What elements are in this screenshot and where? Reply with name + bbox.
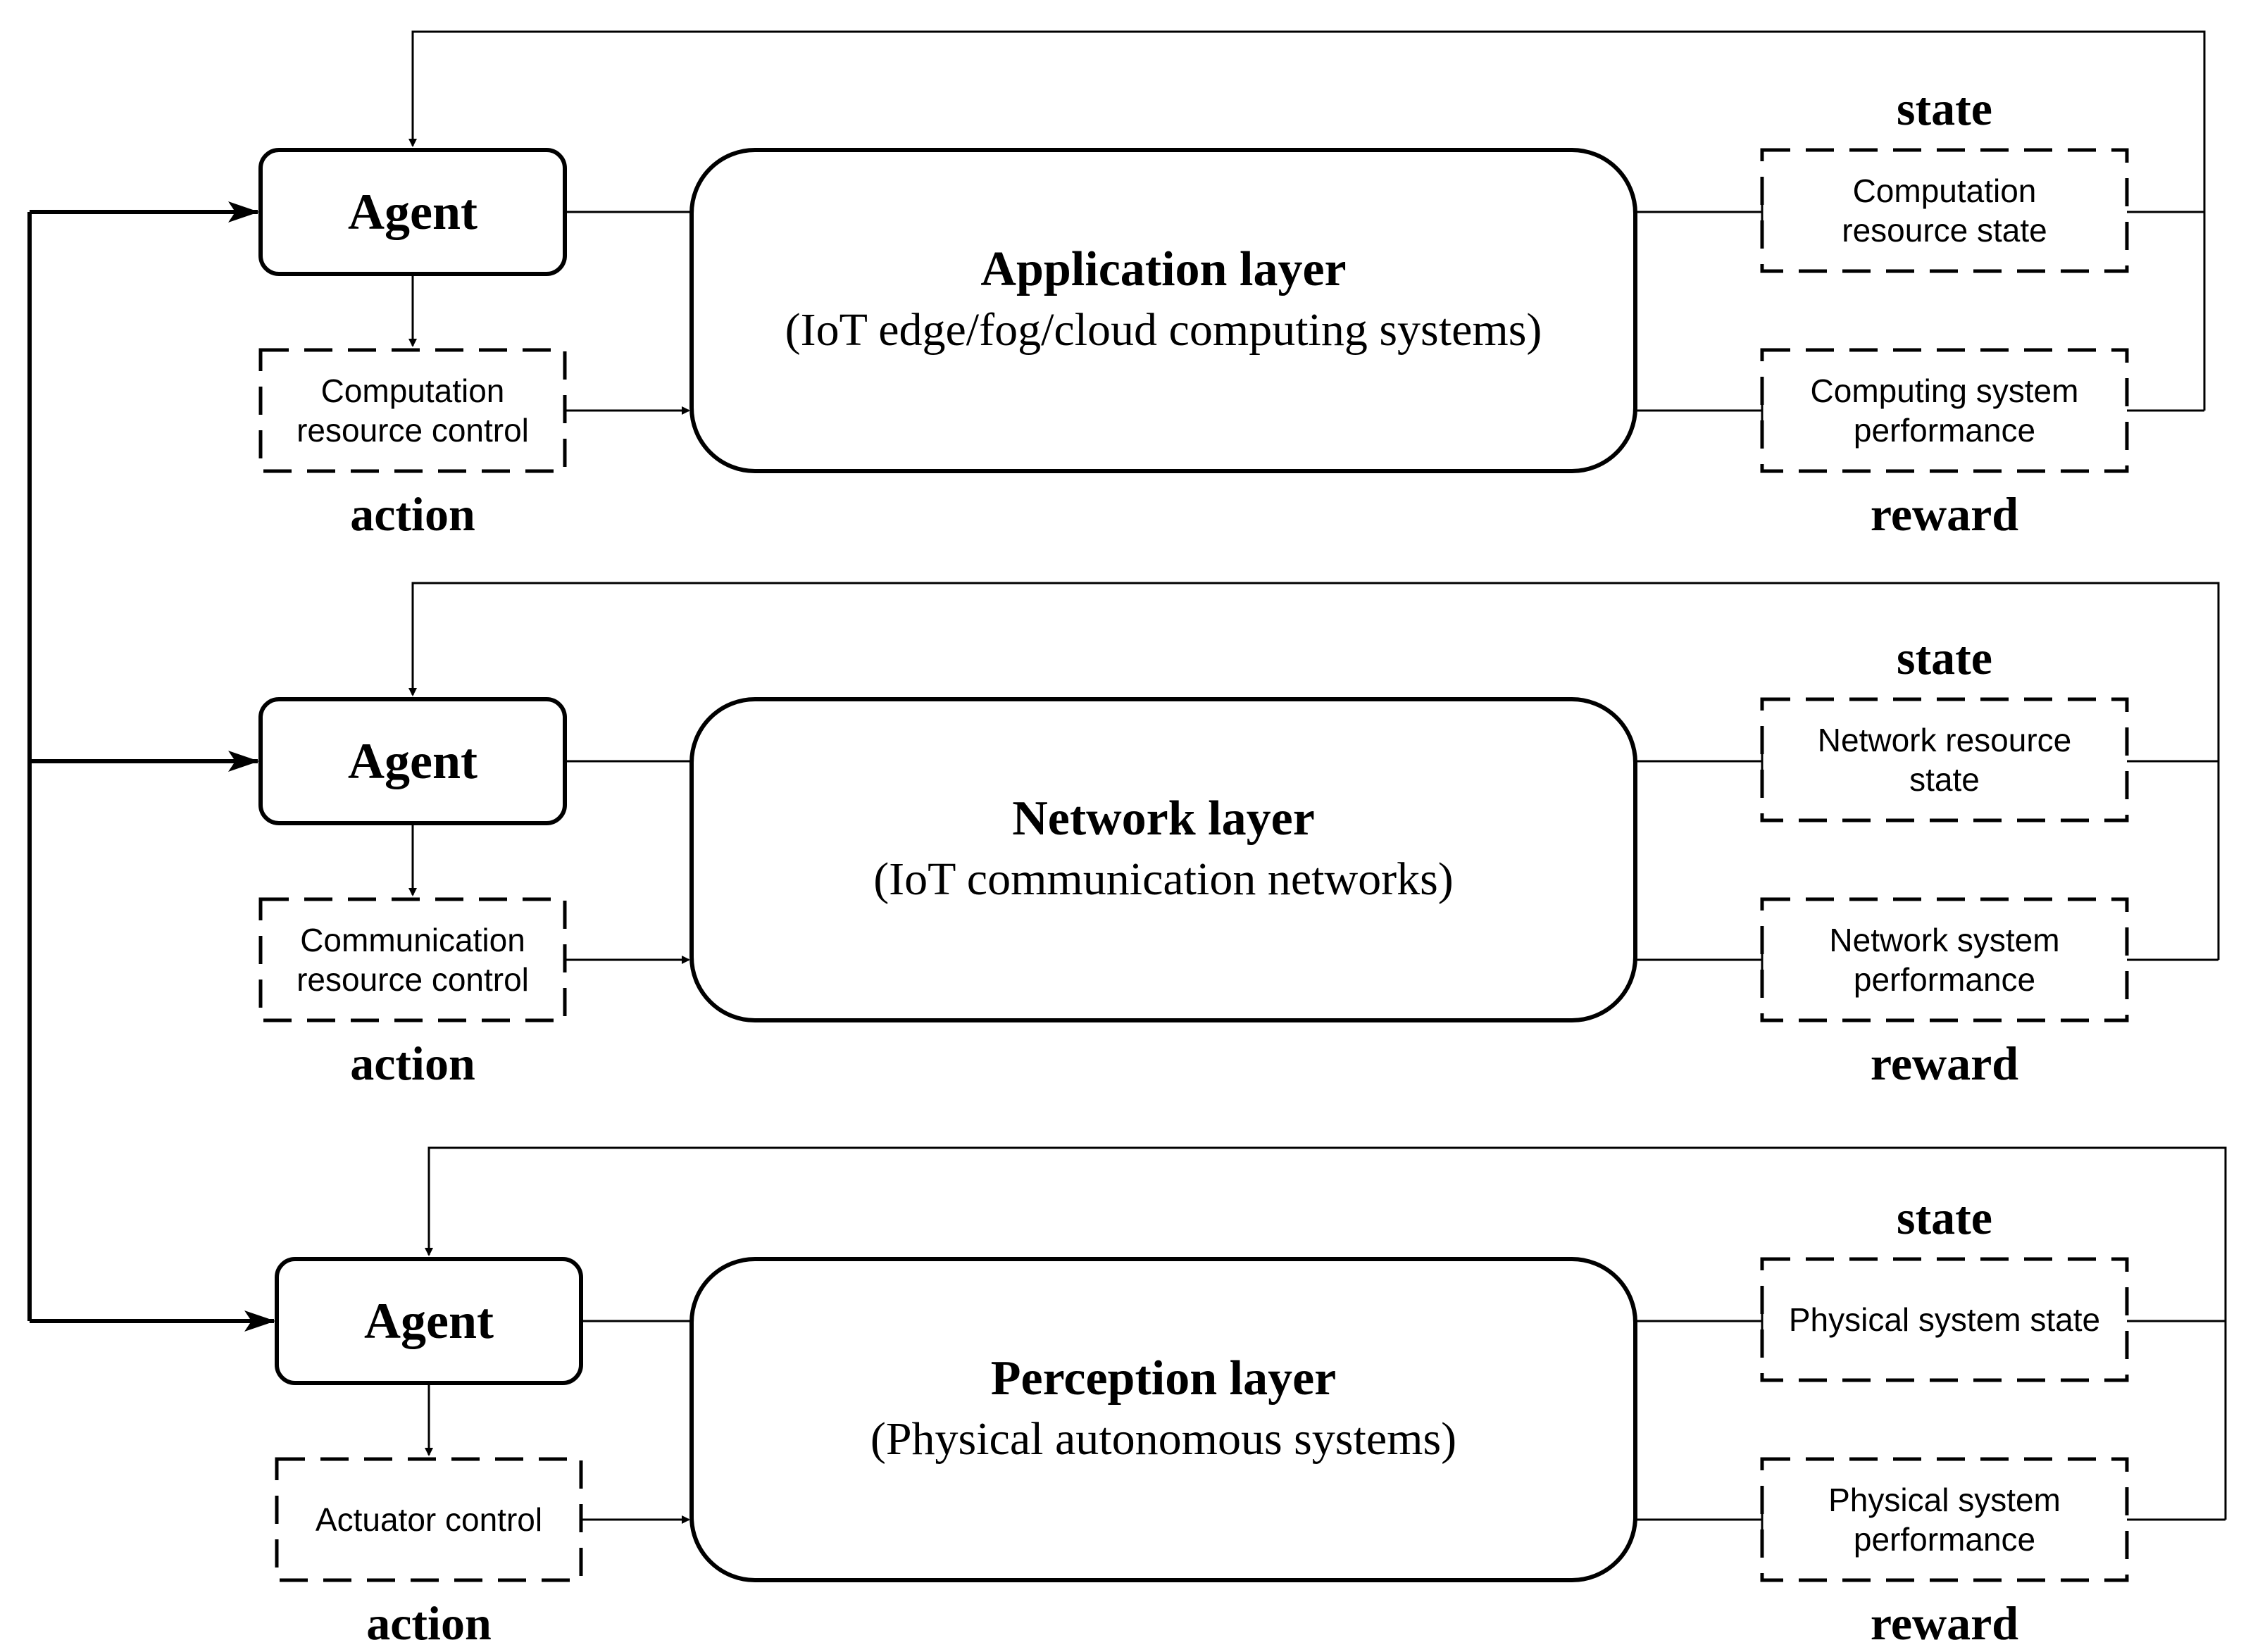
reward-box-line: Network system bbox=[1829, 922, 2059, 958]
layer-title: Application layer bbox=[980, 242, 1346, 296]
action-box-line: Communication bbox=[300, 922, 525, 958]
reward-label: reward bbox=[1871, 487, 2018, 541]
agent-label: Agent bbox=[364, 1293, 494, 1349]
layer-subtitle: (Physical autonomous systems) bbox=[870, 1413, 1456, 1465]
reward-box bbox=[1760, 897, 2129, 1022]
state-label: state bbox=[1897, 82, 1992, 135]
state-box bbox=[1760, 1257, 2129, 1382]
action-label: action bbox=[366, 1596, 492, 1650]
coordination-bus bbox=[27, 201, 275, 1332]
layer-box bbox=[689, 1257, 1637, 1582]
reward-label: reward bbox=[1871, 1037, 2018, 1090]
state-box bbox=[1760, 148, 2129, 273]
action-box bbox=[258, 897, 567, 1022]
state-label: state bbox=[1897, 631, 1992, 684]
action-box bbox=[275, 1457, 583, 1582]
agent-label: Agent bbox=[348, 184, 477, 240]
state-box-line: state bbox=[1909, 761, 1980, 798]
state-label: state bbox=[1897, 1191, 1992, 1244]
action-box-line: resource control bbox=[296, 961, 529, 998]
state-box-line: Network resource bbox=[1818, 722, 2071, 758]
action-box-line: Computation bbox=[321, 373, 505, 409]
reward-box-line: performance bbox=[1854, 412, 2035, 449]
state-box-line: Computation bbox=[1853, 173, 2037, 209]
reward-box bbox=[1760, 1457, 2129, 1582]
reward-box-line: performance bbox=[1854, 1521, 2035, 1558]
layer-subtitle: (IoT communication networks) bbox=[873, 853, 1454, 905]
action-label: action bbox=[350, 487, 475, 541]
feedback-loop-arrow bbox=[408, 582, 2220, 960]
agent-label: Agent bbox=[348, 733, 477, 789]
layer-title: Perception layer bbox=[991, 1351, 1336, 1406]
state-box-line: Physical system state bbox=[1789, 1301, 2100, 1338]
state-box-line: resource state bbox=[1842, 212, 2047, 249]
layer-box bbox=[689, 148, 1637, 473]
layer-box bbox=[689, 697, 1637, 1022]
reward-box-line: Computing system bbox=[1811, 373, 2079, 409]
feedback-loop-arrow bbox=[425, 1146, 2227, 1520]
reward-label: reward bbox=[1871, 1596, 2018, 1650]
layer-subtitle: (IoT edge/fog/cloud computing systems) bbox=[785, 304, 1542, 356]
action-box bbox=[258, 348, 567, 473]
reward-box-line: Physical system bbox=[1828, 1482, 2061, 1518]
action-label: action bbox=[350, 1037, 475, 1090]
reward-box-line: performance bbox=[1854, 961, 2035, 998]
layer-title: Network layer bbox=[1012, 791, 1315, 846]
state-box bbox=[1760, 697, 2129, 822]
action-box-line: Actuator control bbox=[316, 1501, 542, 1538]
reward-box bbox=[1760, 348, 2129, 473]
feedback-loop-arrow bbox=[408, 30, 2206, 411]
action-box-line: resource control bbox=[296, 412, 529, 449]
